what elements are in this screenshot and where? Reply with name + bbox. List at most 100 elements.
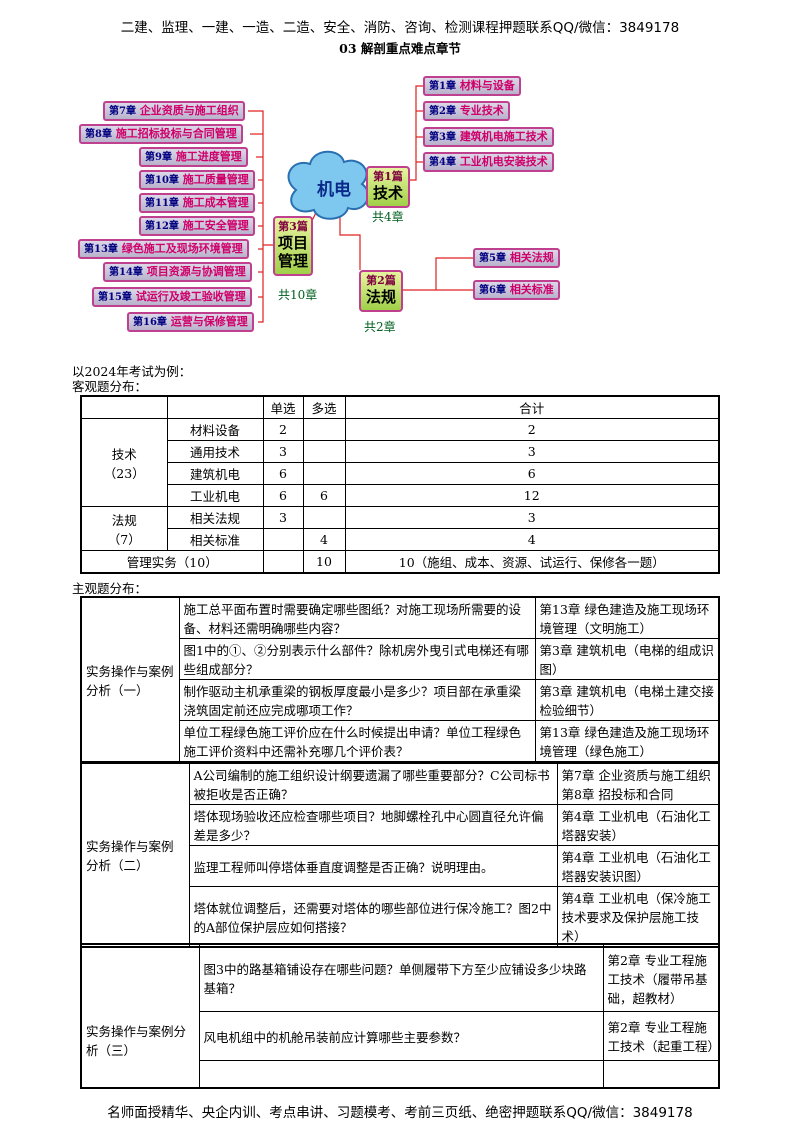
- chapter-6: 第6章 相关标准: [473, 280, 560, 300]
- chapter-4: 第4章 工业机电安装技术: [423, 152, 554, 172]
- bottom-banner: 名师面授精华、央企内训、考点串讲、习题模考、考前三页纸、绝密押题联系QQ/微信：…: [107, 1105, 693, 1121]
- row-total: 3: [344, 506, 720, 529]
- table-row: 相关标准 4 4: [81, 528, 720, 551]
- table-row: 建筑机电 6 6: [81, 462, 720, 485]
- question-cell: 图1中的①、②分别表示什么部件？除机房外曳引式电梯还有哪些组成部分？: [178, 638, 536, 680]
- chapter-cell: 第13章 绿色建造及施工现场环境管理（文明施工）: [534, 596, 720, 639]
- table-row: 图1中的①、②分别表示什么部件？除机房外曳引式电梯还有哪些组成部分？ 第3章 建…: [81, 638, 720, 680]
- chapter-7: 第7章 企业资质与施工组织: [103, 101, 245, 121]
- table-row: 工业机电 6 6 12: [81, 484, 720, 507]
- case2-table: 实务操作与案例分析（二） A公司编制的施工组织设计纲要遗漏了哪些重要部分？C公司…: [80, 762, 720, 948]
- row-multi: [302, 506, 346, 529]
- case1-table: 实务操作与案例分析（一） 施工总平面布置时需要确定哪些图纸？对施工现场所需要的设…: [80, 596, 720, 763]
- row-multi: [302, 418, 346, 441]
- row-item: 工业机电: [166, 484, 264, 507]
- question-cell: 监理工程师叫停塔体垂直度调整是否正确？说明理由。: [188, 845, 558, 887]
- chapter-2: 第2章 专业技术: [423, 101, 510, 121]
- question-cell: 施工总平面布置时需要确定哪些图纸？对施工现场所需要的设备、材料还需明确哪些内容？: [178, 596, 536, 639]
- table-row: 实务操作与案例分析（三） 图3中的路基箱铺设存在哪些问题？单侧履带下方至少应铺设…: [80, 943, 720, 1089]
- table-row: 单位工程绿色施工评价应在什么时候提出申请？单位工程绿色施工评价资料中还需补充哪几…: [81, 720, 720, 763]
- group-tech: 技术（23）: [80, 418, 168, 507]
- part3-count: 共10章: [278, 288, 318, 302]
- chapter-3: 第3章 建筑机电施工技术: [423, 127, 554, 147]
- case3-table: 实务操作与案例分析（三） 图3中的路基箱铺设存在哪些问题？单侧履带下方至少应铺设…: [80, 943, 720, 1089]
- table-row: 技术（23） 材料设备 2 2: [80, 418, 720, 507]
- case2-label: 实务操作与案例分析（二）: [80, 762, 190, 948]
- chapter-5: 第5章 相关法规: [473, 248, 560, 268]
- case1-label: 实务操作与案例分析（一）: [80, 596, 180, 763]
- question-cell: A公司编制的施工组织设计纲要遗漏了哪些重要部分？C公司标书被拒收是否正确？: [188, 762, 558, 805]
- table-row: 法规（7） 相关法规 3 3: [80, 506, 720, 551]
- chapter-cell: 第2章 专业工程施工技术（履带吊基础，超教材）: [602, 943, 720, 1012]
- chapter-cell: 第3章 建筑机电（电梯土建交接检验细节）: [534, 679, 720, 721]
- table-row: 单选 多选 合计: [80, 395, 720, 419]
- table-row: 实务操作与案例分析（一） 施工总平面布置时需要确定哪些图纸？对施工现场所需要的设…: [80, 596, 720, 763]
- year-line: 以2024年考试为例：: [72, 364, 192, 379]
- row-single: 3: [262, 440, 304, 463]
- center-label: 机电: [317, 180, 351, 200]
- table-row: 实务操作与案例分析（二） A公司编制的施工组织设计纲要遗漏了哪些重要部分？C公司…: [80, 762, 720, 948]
- subjective-label: 主观题分布：: [72, 581, 148, 596]
- question-cell: 风电机组中的机舱吊装前应计算哪些主要参数？: [198, 1011, 604, 1061]
- table-row: 制作驱动主机承重梁的钢板厚度最小是多少？项目部在承重梁浇筑固定前还应完成哪项工作…: [81, 679, 720, 721]
- row-item: 相关法规: [166, 506, 264, 529]
- question-cell: 制作驱动主机承重梁的钢板厚度最小是多少？项目部在承重梁浇筑固定前还应完成哪项工作…: [178, 679, 536, 721]
- row-total: 6: [344, 462, 720, 485]
- chapter-8: 第8章 施工招标投标与合同管理: [79, 124, 243, 144]
- table-row: 塔体现场验收还应检查哪些项目？地脚螺栓孔中心圆直径允许偏差是多少？ 第4章 工业…: [81, 804, 720, 846]
- table-row: 风电机组中的机舱吊装前应计算哪些主要参数？ 第2章 专业工程施工技术（起重工程）: [81, 1011, 720, 1061]
- row-total: 2: [344, 418, 720, 441]
- chapter-15: 第15章 试运行及竣工验收管理: [92, 287, 252, 307]
- section-title: 03 解剖重点难点章节: [339, 41, 461, 56]
- table-row: 监理工程师叫停塔体垂直度调整是否正确？说明理由。 第4章 工业机电（石油化工塔器…: [81, 845, 720, 887]
- chapter-10: 第10章 施工质量管理: [139, 170, 255, 190]
- part1-box: 第1篇技术: [366, 166, 410, 208]
- row-item: 通用技术: [166, 440, 264, 463]
- row-single: [262, 528, 304, 551]
- chapter-1: 第1章 材料与设备: [423, 76, 521, 96]
- chapter-12: 第12章 施工安全管理: [139, 216, 255, 236]
- top-banner: 二建、监理、一建、一造、二造、安全、消防、咨询、检测课程押题联系QQ/微信：38…: [120, 20, 680, 36]
- row-multi: 4: [302, 528, 346, 551]
- row-single: [262, 550, 304, 574]
- chapter-cell: 第4章 工业机电（保冷施工技术要求及保护层施工技术）: [556, 886, 720, 948]
- row-multi: [302, 462, 346, 485]
- chapter-cell: [602, 1060, 720, 1089]
- header-total: 合计: [344, 395, 720, 419]
- part1-count: 共4章: [372, 210, 404, 224]
- row-item: 建筑机电: [166, 462, 264, 485]
- question-cell: 图3中的路基箱铺设存在哪些问题？单侧履带下方至少应铺设多少块路基箱？: [198, 943, 604, 1012]
- row-single: 6: [262, 462, 304, 485]
- table-row: 通用技术 3 3: [81, 440, 720, 463]
- part3-box: 第3篇 项目 管理: [273, 216, 313, 276]
- row-total: 12: [344, 484, 720, 507]
- chapter-cell: 第13章 绿色建造及施工现场环境管理（绿色施工）: [534, 720, 720, 763]
- row-multi: [302, 440, 346, 463]
- row-item: 管理实务（10）: [80, 550, 264, 574]
- objective-label: 客观题分布：: [72, 379, 148, 394]
- row-total: 4: [344, 528, 720, 551]
- row-multi: 10: [302, 550, 346, 574]
- chapter-9: 第9章 施工进度管理: [139, 147, 248, 167]
- center-cloud: [287, 150, 369, 220]
- row-item: 相关标准: [166, 528, 264, 551]
- question-cell: [198, 1060, 604, 1089]
- row-total: 3: [344, 440, 720, 463]
- chapter-cell: 第3章 建筑机电（电梯的组成识图）: [534, 638, 720, 680]
- chapter-cell: 第4章 工业机电（石油化工塔器安装识图）: [556, 845, 720, 887]
- chapter-cell: 第4章 工业机电（石油化工塔器安装）: [556, 804, 720, 846]
- chapter-16: 第16章 运营与保修管理: [127, 312, 254, 332]
- chapter-14: 第14章 项目资源与协调管理: [103, 262, 252, 282]
- row-single: 6: [262, 484, 304, 507]
- objective-table: 单选 多选 合计 技术（23） 材料设备 2 2 通用技术 3 3 建筑机电 6…: [80, 395, 720, 574]
- question-cell: 塔体就位调整后，还需要对塔体的哪些部位进行保冷施工？图2中的A部位保护层应如何搭…: [188, 886, 558, 948]
- row-single: 2: [262, 418, 304, 441]
- row-multi: 6: [302, 484, 346, 507]
- row-item: 材料设备: [166, 418, 264, 441]
- question-cell: 单位工程绿色施工评价应在什么时候提出申请？单位工程绿色施工评价资料中还需补充哪几…: [178, 720, 536, 763]
- question-cell: 塔体现场验收还应检查哪些项目？地脚螺栓孔中心圆直径允许偏差是多少？: [188, 804, 558, 846]
- mindmap-connectors: [248, 85, 474, 323]
- part2-box: 第2篇法规: [359, 270, 403, 312]
- chapter-cell: 第7章 企业资质与施工组织 第8章 招投标和合同: [556, 762, 720, 805]
- chapter-cell: 第2章 专业工程施工技术（起重工程）: [602, 1011, 720, 1061]
